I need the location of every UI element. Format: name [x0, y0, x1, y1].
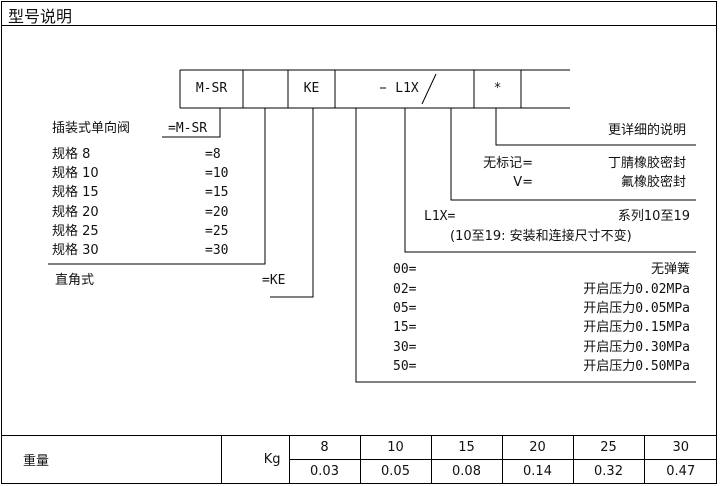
code-box-strip [179, 69, 570, 109]
size-name: 规格 8 [52, 147, 91, 162]
weight-table: 重量 Kg 8 10 15 20 25 30 0.03 0.05 0.08 0.… [1, 435, 717, 484]
spring-code: 02= [393, 282, 417, 297]
seal-desc-nbr: 丁腈橡胶密封 [607, 156, 686, 171]
spring-desc: 开启压力0.02MPa [583, 282, 690, 297]
spring-desc: 开启压力0.30MPa [583, 340, 690, 355]
weight-value-cell: 0.14 [501, 459, 574, 484]
spring-code: 05= [393, 301, 417, 316]
leader-size [48, 108, 266, 265]
weight-size-cell: 10 [359, 435, 432, 460]
weight-label: 重量 [1, 435, 222, 484]
size-code: =15 [205, 185, 229, 200]
weight-unit: Kg [221, 435, 290, 484]
size-code: =10 [205, 166, 229, 181]
title-divider [1, 25, 717, 26]
seal-code-v: V= [513, 175, 533, 190]
series-note: (10至19: 安装和连接尺寸不变) [450, 229, 632, 244]
angle-code: =KE [262, 273, 286, 288]
weight-value-cell: 0.32 [572, 459, 645, 484]
size-code: =25 [205, 224, 229, 239]
weight-value-row: 0.03 0.05 0.08 0.14 0.32 0.47 [1, 459, 717, 484]
size-name: 规格 15 [52, 185, 99, 200]
size-code: =20 [205, 205, 229, 220]
seal-code-none: 无标记= [483, 156, 533, 171]
code-box-valve-type: M-SR [195, 81, 228, 96]
angle-label: 直角式 [55, 273, 95, 288]
size-name: 规格 20 [52, 205, 99, 220]
spring-desc: 无弹簧 [650, 262, 690, 277]
weight-value-cell: 0.05 [359, 459, 432, 484]
seal-detail-heading: 更详细的说明 [607, 123, 686, 138]
spring-code: 00= [393, 262, 417, 277]
spring-code: 15= [393, 320, 417, 335]
size-code: =8 [205, 147, 221, 162]
spring-code: 30= [393, 340, 417, 355]
code-box-seal: * [493, 81, 502, 96]
leader-spring [355, 108, 696, 383]
size-name: 规格 25 [52, 224, 99, 239]
leader-seal [450, 108, 696, 201]
valve-type-label: 插装式单向阀 [52, 121, 131, 136]
weight-value-cell: 0.08 [430, 459, 503, 484]
slash-separator [421, 73, 437, 105]
leader-series [404, 108, 696, 253]
page-title: 型号说明 [8, 7, 73, 26]
weight-size-cell: 25 [572, 435, 645, 460]
valve-type-code: =M-SR [168, 121, 208, 136]
series-code: L1X= [424, 209, 456, 224]
size-name: 规格 30 [52, 243, 99, 258]
code-box-series: L1X [395, 81, 419, 96]
spring-desc: 开启压力0.05MPa [583, 301, 690, 316]
spring-desc: 开启压力0.15MPa [583, 320, 690, 335]
weight-value-cell: 0.03 [288, 459, 361, 484]
size-name: 规格 10 [52, 166, 99, 181]
weight-size-cell: 15 [430, 435, 503, 460]
seal-desc-fkm: 氟橡胶密封 [620, 175, 686, 190]
weight-size-cell: 30 [643, 435, 717, 460]
weight-size-cell: 20 [501, 435, 574, 460]
spring-code: 50= [393, 359, 417, 374]
weight-size-cell: 8 [288, 435, 361, 460]
size-code: =30 [205, 243, 229, 258]
code-box-angle: KE [303, 81, 320, 96]
series-desc: 系列10至19 [617, 209, 690, 224]
weight-size-row: 重量 Kg 8 10 15 20 25 30 [1, 435, 717, 484]
leader-lines [48, 108, 696, 383]
spring-desc: 开启压力0.50MPa [583, 359, 690, 374]
leader-detail [495, 108, 696, 146]
leader-valve [162, 108, 221, 138]
weight-value-cell: 0.47 [643, 459, 717, 484]
leader-angle [270, 108, 314, 298]
